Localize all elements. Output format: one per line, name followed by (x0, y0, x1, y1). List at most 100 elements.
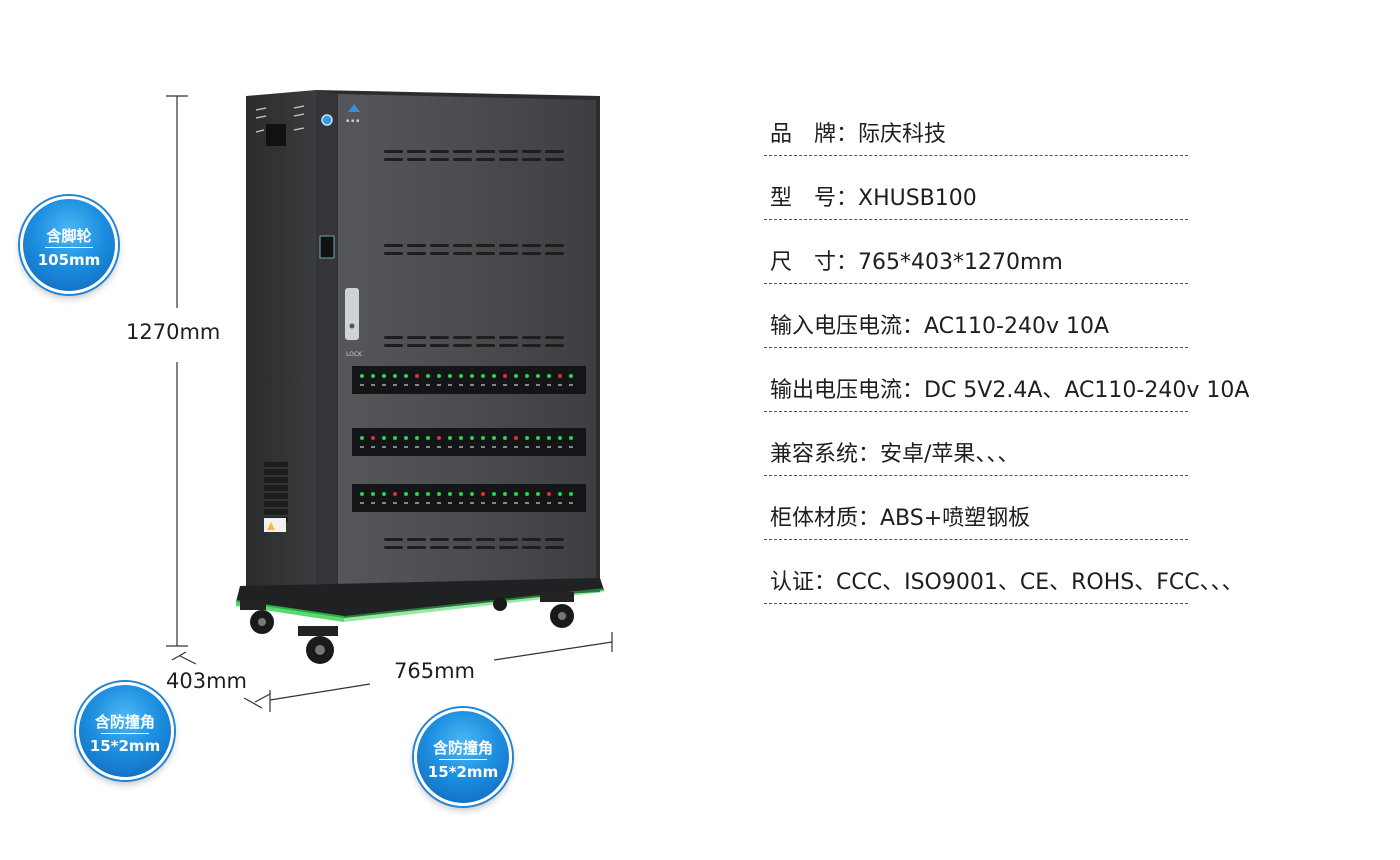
vent-slot (545, 150, 564, 153)
port-number-mark (558, 502, 562, 504)
height-dimension-label: 1270mm (126, 320, 221, 344)
bumper-badge-left-title: 含防撞角 (94, 713, 155, 731)
port-number-mark (503, 446, 507, 448)
spec-row-output: 输出电压电流：DC 5V2.4A、AC110-240v 10A (764, 354, 1249, 418)
port-number-mark (459, 446, 463, 448)
cabinet-door (338, 94, 596, 604)
port-number-mark (569, 384, 573, 386)
port-number-mark (437, 384, 441, 386)
vent-slot (522, 344, 541, 347)
vent-slot (476, 546, 495, 549)
port-number-mark (382, 502, 386, 504)
vent-slot (453, 546, 472, 549)
bumper-badge-right-title: 含防撞角 (432, 739, 493, 757)
brand-logo-icon (348, 104, 360, 112)
port-number-mark (448, 446, 452, 448)
port-number-mark (569, 446, 573, 448)
led-indicator (360, 436, 364, 440)
vent-slot (545, 344, 564, 347)
led-indicator (371, 492, 375, 496)
port-number-mark (404, 384, 408, 386)
port-number-mark (371, 446, 375, 448)
vent-slot (545, 336, 564, 339)
vent-slot (384, 336, 403, 339)
port-number-mark (459, 502, 463, 504)
port-number-mark (437, 502, 441, 504)
spec-model: 型 号：XHUSB100 (770, 186, 977, 211)
card-reader (319, 235, 335, 259)
vent-slot (453, 244, 472, 247)
led-indicator (393, 374, 397, 378)
vent-slot (499, 546, 518, 549)
vent-slot (384, 244, 403, 247)
vent-slot (453, 158, 472, 161)
port-number-mark (415, 502, 419, 504)
spec-row-size: 尺 寸：765*403*1270mm (764, 226, 1194, 290)
depth-dimension-line (171, 651, 271, 709)
vent-slot (476, 244, 495, 247)
port-number-mark (558, 384, 562, 386)
vent-slot (407, 158, 426, 161)
port-number-mark (503, 384, 507, 386)
led-indicator (492, 492, 496, 496)
led-indicator (558, 374, 562, 378)
vent-slot (545, 244, 564, 247)
vent-slot (476, 538, 495, 541)
port-number-mark (492, 502, 496, 504)
cabinet-base (236, 578, 604, 618)
led-strip (352, 366, 586, 394)
caster-wheel (298, 626, 338, 664)
port-number-mark (558, 446, 562, 448)
led-indicator (426, 492, 430, 496)
vent-slot (430, 158, 449, 161)
led-indicator (382, 492, 386, 496)
led-indicator-strips (352, 366, 586, 512)
port-number-mark (470, 384, 474, 386)
vent-slot (453, 538, 472, 541)
port-number-mark (459, 384, 463, 386)
port-number-mark (437, 446, 441, 448)
port-number-mark (525, 446, 529, 448)
led-indicator (481, 436, 485, 440)
port-number-mark (503, 502, 507, 504)
led-indicator (492, 436, 496, 440)
caster-wheel (540, 592, 574, 628)
port-number-mark (404, 446, 408, 448)
led-indicator (437, 374, 441, 378)
led-indicator (459, 492, 463, 496)
port-number-mark (371, 384, 375, 386)
lock-label: LOCK (346, 351, 363, 358)
led-indicator (382, 374, 386, 378)
vent-slot (499, 244, 518, 247)
led-indicator (481, 492, 485, 496)
bumper-badge-right-value: 15*2mm (427, 763, 499, 781)
port-number-mark (536, 384, 540, 386)
led-indicator (459, 374, 463, 378)
cabinet-side-panel (246, 90, 316, 604)
port-number-mark (360, 446, 364, 448)
led-indicator (404, 492, 408, 496)
led-indicator (569, 436, 573, 440)
port-number-mark (547, 502, 551, 504)
led-indicator (426, 374, 430, 378)
vent-slot (545, 546, 564, 549)
vent-slot (407, 546, 426, 549)
vent-slot (407, 344, 426, 347)
vent-slot (476, 252, 495, 255)
vent-slot (545, 158, 564, 161)
port-number-mark (492, 384, 496, 386)
vent-slot (453, 336, 472, 339)
led-indicator (514, 374, 518, 378)
vent-slot (522, 538, 541, 541)
led-indicator (525, 436, 529, 440)
vent-slot (407, 244, 426, 247)
port-number-mark (525, 384, 529, 386)
port-number-mark (514, 384, 518, 386)
port-number-mark (481, 446, 485, 448)
led-indicator (525, 492, 529, 496)
spec-row-certification: 认证：CCC、ISO9001、CE、ROHS、FCC、、、 (764, 546, 1244, 610)
vent-slot (384, 150, 403, 153)
vent-slot (384, 252, 403, 255)
spec-os: 兼容系统：安卓/苹果、、、 (770, 442, 1020, 467)
